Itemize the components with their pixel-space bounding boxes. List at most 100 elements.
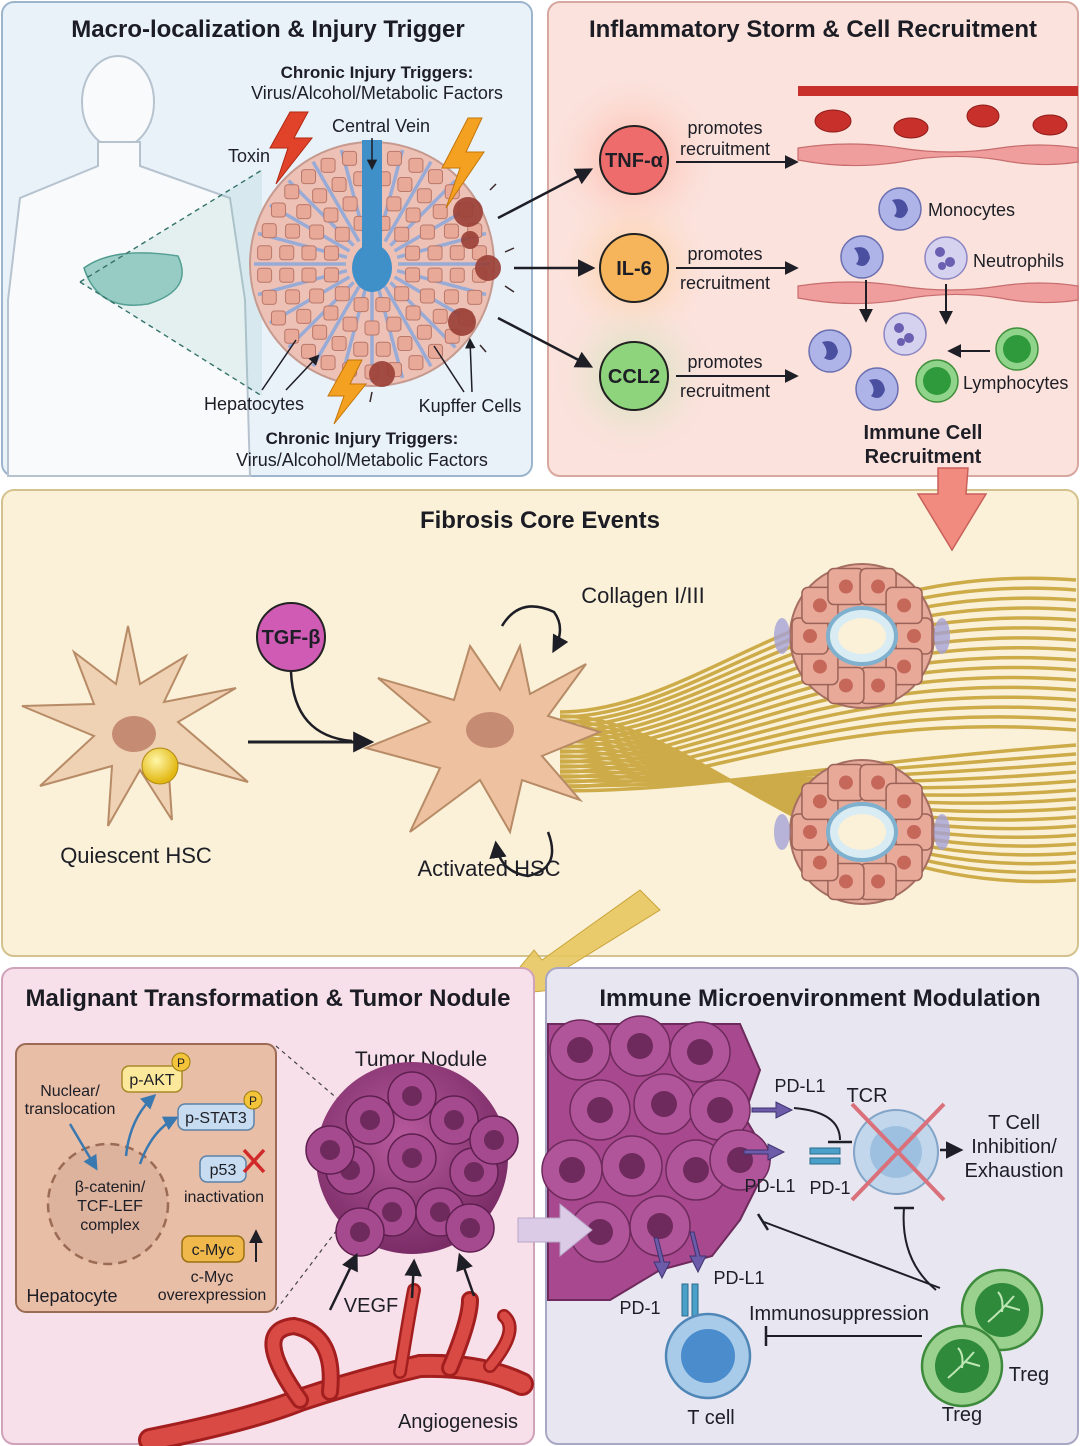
hepatocytes-pointers: [261, 339, 318, 391]
pd1-label-mid: PD-1: [809, 1178, 850, 1198]
trigger-heading-top: Chronic Injury Triggers:: [281, 63, 474, 82]
pstat3-phospho-mark: [243, 1090, 263, 1110]
trigger-heading-bottom: Chronic Injury Triggers:: [266, 429, 459, 448]
fibrotic-nodule-top: [774, 563, 950, 709]
monocytes-label: Monocytes: [928, 200, 1015, 220]
hepatocyte-label: Hepatocyte: [26, 1286, 117, 1306]
ccl2-node: [599, 341, 669, 411]
suppression-line-exhausted: [902, 1207, 937, 1291]
promotes-label-2: promotes: [687, 244, 762, 264]
recruitment-label-1: recruitment: [680, 139, 770, 159]
trigger-text-top: Virus/Alcohol/Metabolic Factors: [251, 83, 503, 103]
trigger-text-bottom: Virus/Alcohol/Metabolic Factors: [236, 450, 488, 470]
nuclear-translocation-line2: translocation: [25, 1101, 116, 1118]
il6-label: IL-6: [616, 258, 652, 280]
pd1-label-bottom: PD-1: [619, 1298, 660, 1318]
pdl1-label-mid: PD-L1: [744, 1176, 795, 1196]
neutrophils-label: Neutrophils: [973, 251, 1064, 271]
pakt-label: p-AKT: [129, 1072, 175, 1089]
treg-cells: [920, 1268, 1044, 1408]
arrow-to-tnf: [497, 168, 594, 220]
tnf-alpha-node: [599, 125, 669, 195]
angiogenesis-vessels: [138, 1283, 534, 1446]
lymphocyte-cells: [915, 327, 1039, 403]
activated-hsc-cell: [362, 642, 603, 835]
promotes-label-1: promotes: [687, 118, 762, 138]
panel-title-immune: Immune Microenvironment Modulation: [599, 985, 1040, 1012]
injury-lightning-icon-top: [441, 117, 485, 209]
vegf-arrow-2: [404, 1258, 422, 1299]
liver-lobule: [249, 140, 515, 403]
pstat3-phospho-label: P: [249, 1094, 257, 1108]
transition-arrow-to-fibrosis: [916, 467, 988, 552]
suppression-bar-tumor: [756, 1213, 770, 1231]
tgf-beta-node: [256, 602, 326, 672]
lymphocytes-label: Lymphocytes: [963, 373, 1068, 393]
hepatocytes-label: Hepatocytes: [204, 394, 304, 414]
cmyc-chip: [181, 1235, 245, 1263]
pstat3-chip: [177, 1103, 255, 1131]
pdl1-label-top: PD-L1: [774, 1076, 825, 1096]
inset-zoom-lines: [275, 1045, 347, 1311]
monocyte-cells: [808, 187, 922, 411]
cmyc-label: c-Myc: [192, 1242, 235, 1259]
nucleus-outline: [46, 1142, 170, 1266]
human-body-outline: [7, 55, 252, 477]
pdl1-label-bottom: PD-L1: [713, 1268, 764, 1288]
damaged-cells: [369, 197, 501, 387]
toxin-label: Toxin: [228, 146, 270, 166]
pakt-phospho-label: P: [177, 1056, 185, 1070]
arrow-to-pstat3: [138, 1116, 179, 1165]
inhibition-line2: Inhibition/: [971, 1136, 1057, 1158]
treg-label-1: Treg: [1009, 1364, 1049, 1386]
kupffer-pointers: [433, 340, 472, 393]
kupffer-label: Kupffer Cells: [419, 396, 522, 416]
arrow-to-pakt: [124, 1093, 157, 1157]
panel-malignant: Malignant Transformation & Tumor Nodule …: [1, 967, 535, 1446]
inactivation-label: inactivation: [184, 1189, 264, 1206]
vegf-arrow-1: [328, 1252, 358, 1311]
recruitment-label-2: recruitment: [680, 273, 770, 293]
self-loop-arrow-bottom: [489, 831, 554, 878]
panel-inflammatory-storm: Inflammatory Storm & Cell Recruitment TN…: [497, 1, 1079, 477]
cmyc-over-line1: c-Myc: [191, 1269, 234, 1286]
pstat3-label: p-STAT3: [185, 1110, 247, 1127]
tgf-curved-arrow: [289, 671, 353, 743]
fibrotic-nodule-bottom: [774, 759, 950, 905]
collagen-fibers: [559, 576, 1077, 884]
il6-node: [599, 233, 669, 303]
toxin-lightning-icon: [269, 111, 314, 185]
panel-fibrosis: Fibrosis Core Events Quiescent HSC TGF-β…: [1, 489, 1079, 957]
beta-catenin-line2: TCF-LEF: [77, 1198, 143, 1215]
zoom-cone: [80, 170, 262, 396]
pakt-phospho-mark: [171, 1052, 191, 1072]
promotes-label-3: promotes: [687, 352, 762, 372]
endothelium-top: [797, 143, 1079, 167]
beta-catenin-line3: complex: [80, 1217, 140, 1234]
panel-injury-trigger: Macro-localization & Injury Trigger: [1, 1, 533, 477]
tgf-beta-label: TGF-β: [262, 627, 321, 649]
tumor-nodule: [305, 1062, 519, 1257]
nuclear-translocation-line1: Nuclear/: [40, 1083, 100, 1100]
quiescent-hsc-cell: [21, 625, 249, 827]
angiogenesis-label: Angiogenesis: [398, 1411, 518, 1433]
exhausted-x-icon: [850, 1102, 946, 1202]
ccl2-label: CCL2: [608, 366, 660, 388]
central-vein-vessel: [362, 140, 382, 264]
endothelium-bottom: [797, 281, 1079, 305]
vessel-wall: [798, 86, 1078, 96]
self-loop-arrow-top: [500, 605, 569, 654]
treg-label-2: Treg: [942, 1404, 982, 1426]
tumor-mass: [541, 1015, 772, 1301]
cmyc-over-line2: overexpression: [158, 1287, 267, 1304]
immune-recruit-title-2: Recruitment: [865, 446, 982, 468]
t-cell-label: T cell: [687, 1407, 734, 1429]
suppression-line-tumor: [763, 1221, 941, 1289]
neutrophil-cells: [883, 236, 968, 356]
recruitment-label-3: recruitment: [680, 381, 770, 401]
inhibition-line3: Exhaustion: [965, 1160, 1064, 1182]
panel-title-fibrosis: Fibrosis Core Events: [420, 507, 660, 534]
tnf-alpha-label: TNF-α: [605, 150, 664, 172]
panel-immune-micro: Immune Microenvironment Modulation: [517, 967, 1079, 1445]
panel-title-inflammatory: Inflammatory Storm & Cell Recruitment: [589, 16, 1037, 43]
